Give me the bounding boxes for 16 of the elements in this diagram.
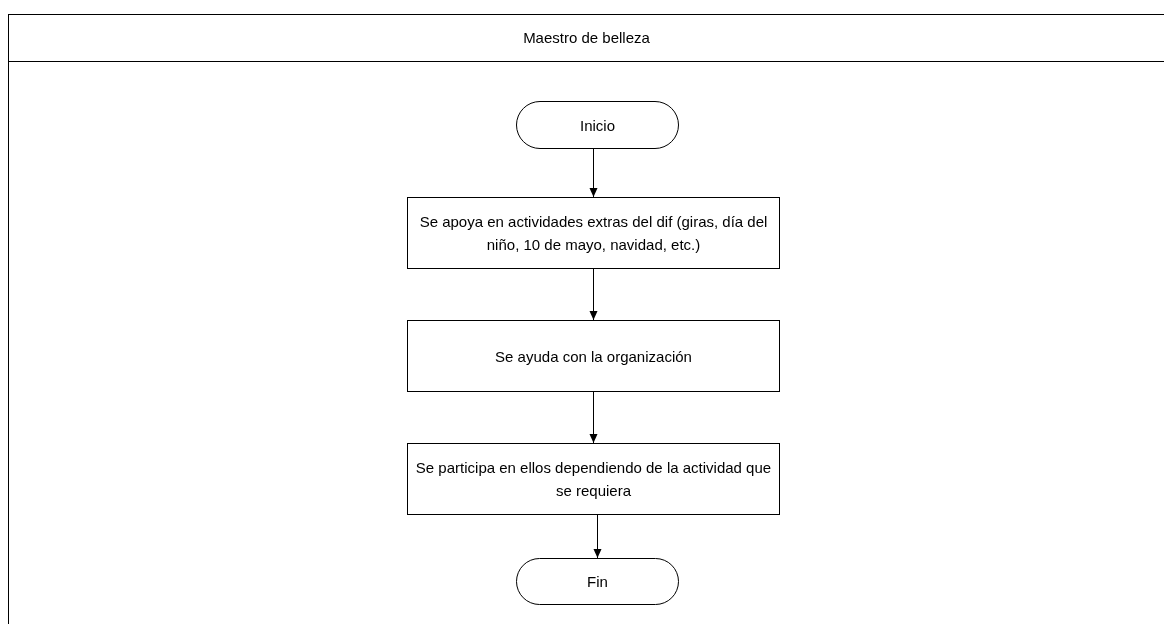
arrow — [589, 268, 598, 321]
node-text: Se participa en ellos dependiendo de la actividad que se requiera — [414, 458, 773, 501]
node-text: Se apoya en actividades extras del dif (giras, día del niño, 10 de mayo, navidad, etc.) — [418, 212, 769, 255]
node-text: Se ayuda con la organización — [495, 346, 692, 367]
arrow — [593, 514, 602, 559]
terminator — [516, 558, 679, 605]
node-text: Fin — [587, 572, 608, 592]
process-box — [407, 197, 780, 269]
process-box — [407, 443, 780, 515]
arrow — [589, 391, 598, 444]
swimlane — [8, 14, 1164, 624]
terminator — [516, 101, 679, 149]
process-box — [407, 320, 780, 392]
node-text: Inicio — [580, 115, 615, 136]
arrow — [589, 148, 598, 198]
lane-title: Maestro de belleza — [523, 27, 650, 48]
